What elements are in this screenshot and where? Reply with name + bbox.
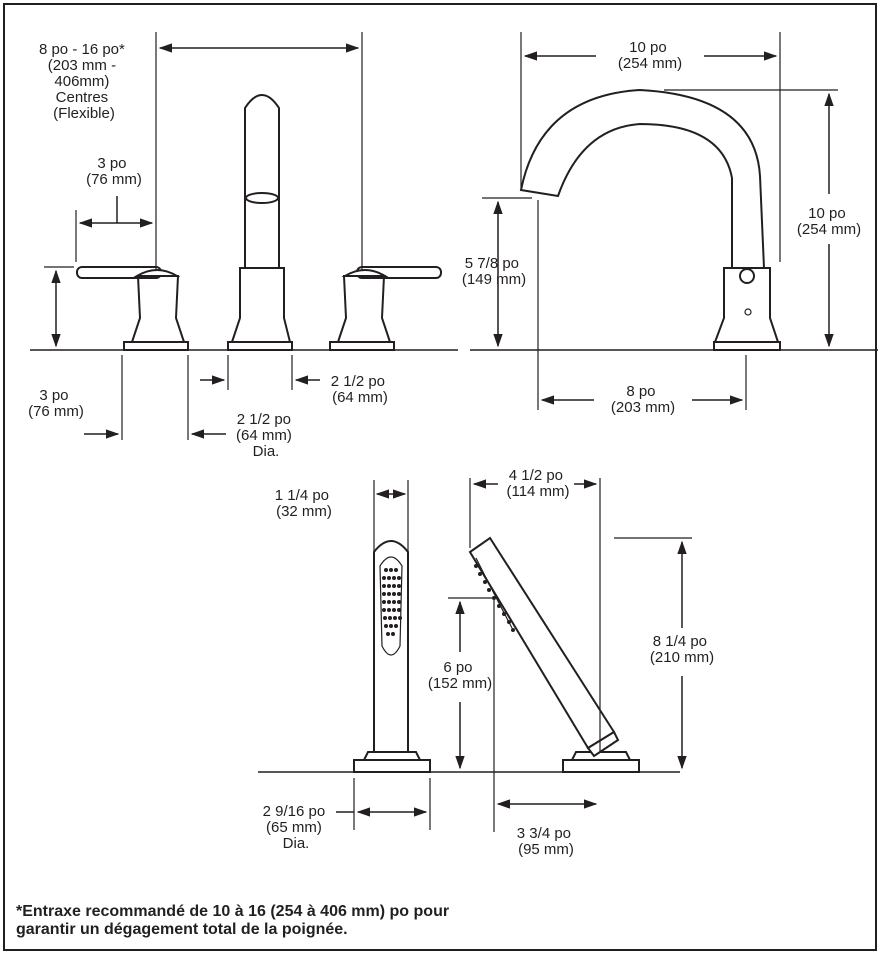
handshower-lower-height-label: 6 po (152 mm) [428,659,492,692]
handshower-width-label: 1 1/4 po (32 mm) [275,487,333,520]
handle-base-dia-label: 2 1/2 po (64 mm) Dia. [236,411,296,460]
right-handle [329,266,442,351]
spout-outlet-height-label: 5 7/8 po (149 mm) [462,255,526,288]
left-handle [76,266,189,351]
center-spout [227,94,293,351]
handshower-base-offset-label: 3 3/4 po (95 mm) [517,825,575,858]
handshower-tilt-height-label: 8 1/4 po (210 mm) [650,633,714,666]
spout-height-label: 10 po (254 mm) [797,205,861,238]
spout-side-view [519,88,781,351]
footnote: *Entraxe recommandé de 10 à 16 (254 à 40… [16,903,454,938]
handle-height-label: 3 po (76 mm) [28,387,84,420]
handle-reach-label: 3 po (76 mm) [86,155,142,188]
handshower-base-dia-label: 2 9/16 po (65 mm) Dia. [263,803,330,852]
handshower-dots [382,568,402,636]
spread-label: 8 po - 16 po* (203 mm - 406mm) Centres (… [39,41,129,122]
handshower-side-view [468,536,640,773]
spout-reach-top-label: 10 po (254 mm) [618,39,682,72]
spout-reach-base-label: 8 po (203 mm) [611,383,675,416]
drawing-frame [3,3,877,951]
handshower-front-view [353,540,431,773]
spout-base-label: 2 1/2 po (64 mm) [331,373,389,406]
handshower-tilt-reach-label: 4 1/2 po (114 mm) [506,467,569,500]
handshower-side-dots [474,564,515,632]
